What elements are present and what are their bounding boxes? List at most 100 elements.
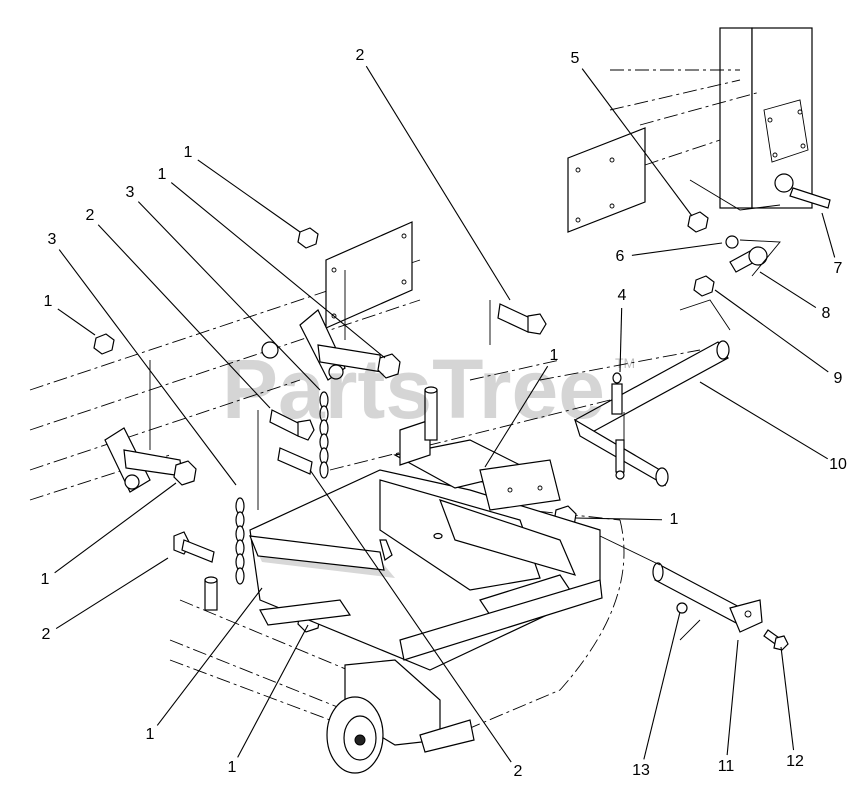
deck-skirt	[399, 579, 603, 661]
callout-label: 1	[184, 144, 193, 161]
watermark: PartsTree TM	[222, 342, 635, 436]
frame-mount-assembly	[567, 27, 831, 233]
callout-label: 1	[44, 293, 53, 310]
grease-fitting-4	[612, 372, 622, 384]
leader-line	[574, 517, 663, 521]
bolt	[277, 447, 313, 475]
callout-2: 2	[86, 207, 271, 409]
callout-label: 2	[86, 207, 95, 224]
callout-6: 6	[616, 242, 723, 265]
callout-label: 13	[632, 762, 650, 779]
chain-upper	[319, 391, 329, 479]
bolt	[497, 303, 531, 333]
nut	[93, 333, 115, 355]
callout-label: 1	[158, 166, 167, 183]
callout-1: 1	[228, 624, 309, 776]
leader-line	[58, 249, 237, 486]
leader-line	[137, 201, 321, 391]
leader-line	[97, 224, 271, 409]
callout-1: 1	[484, 347, 559, 468]
mount-plate	[567, 127, 646, 233]
watermark-text: PartsTree	[222, 342, 605, 436]
callout-2: 2	[309, 469, 523, 780]
leader-line	[821, 212, 836, 258]
callout-label: 7	[834, 260, 843, 277]
leader-line	[619, 307, 623, 373]
callout-label: 1	[41, 571, 50, 588]
leader-line	[54, 482, 177, 574]
leader-line	[759, 271, 817, 309]
callout-label: 1	[670, 511, 679, 528]
leader-line	[57, 308, 96, 336]
callout-label: 8	[822, 305, 831, 322]
leader-line	[631, 242, 723, 256]
leader-line	[197, 159, 301, 233]
nut-9	[693, 275, 715, 297]
callout-label: 9	[834, 370, 843, 387]
nut	[297, 227, 319, 249]
washer-6	[725, 235, 739, 249]
callout-1: 1	[158, 166, 386, 359]
callout-label: 1	[550, 347, 559, 364]
callout-8: 8	[759, 271, 831, 322]
leader-line	[309, 469, 512, 763]
callout-label: 2	[514, 763, 523, 780]
leader-line	[365, 65, 511, 301]
callout-label: 4	[618, 287, 627, 304]
callout-2: 2	[42, 557, 169, 643]
callout-2: 2	[356, 47, 511, 301]
callout-13: 13	[632, 611, 681, 779]
deck-hanger-plate	[259, 599, 352, 626]
callout-label: 1	[146, 726, 155, 743]
nut	[377, 353, 401, 379]
adjuster-hardware	[679, 211, 781, 331]
leader-line	[156, 587, 263, 726]
nut-13	[676, 602, 688, 614]
chains	[235, 391, 329, 585]
callout-12: 12	[780, 646, 804, 770]
callout-label: 1	[228, 759, 237, 776]
frame-upright	[719, 27, 753, 209]
callout-1: 1	[184, 144, 301, 233]
nut-5	[687, 211, 709, 233]
bolt	[181, 539, 215, 563]
leader-line	[581, 68, 693, 217]
chain-lower	[235, 497, 245, 585]
callout-1: 1	[44, 293, 96, 336]
callout-3: 3	[126, 184, 321, 391]
mount-bolt-head	[774, 173, 794, 193]
callout-4: 4	[618, 287, 627, 373]
callout-label: 3	[48, 231, 57, 248]
leader-line	[237, 624, 309, 758]
deck-mount-plate-left	[325, 221, 413, 329]
mount-hole-outline	[763, 99, 809, 163]
callout-1: 1	[146, 587, 263, 743]
leader-line	[55, 557, 169, 630]
rod-11	[654, 564, 746, 626]
callout-label: 10	[829, 456, 847, 473]
callout-10: 10	[699, 381, 847, 473]
leader-line	[699, 381, 829, 460]
callout-7: 7	[821, 212, 843, 277]
deck-baffle-left	[249, 535, 385, 571]
mower-deck	[204, 386, 603, 671]
bolt-head	[527, 313, 547, 335]
callout-label: 11	[718, 758, 735, 775]
callout-label: 2	[42, 626, 51, 643]
hanger-brackets	[104, 221, 413, 493]
callout-1: 1	[574, 511, 679, 528]
callout-label: 6	[616, 248, 625, 265]
lift-rod-11	[652, 562, 789, 651]
callout-11: 11	[718, 639, 739, 775]
callout-label: 12	[786, 753, 804, 770]
lift-rod-10	[573, 340, 730, 487]
leader-line	[170, 182, 386, 359]
bolt-7	[789, 187, 831, 209]
callout-label: 5	[571, 50, 580, 67]
callout-1: 1	[41, 482, 177, 588]
callout-label: 2	[356, 47, 365, 64]
gauge-wheel-assembly	[326, 659, 475, 774]
leader-line	[726, 639, 739, 756]
